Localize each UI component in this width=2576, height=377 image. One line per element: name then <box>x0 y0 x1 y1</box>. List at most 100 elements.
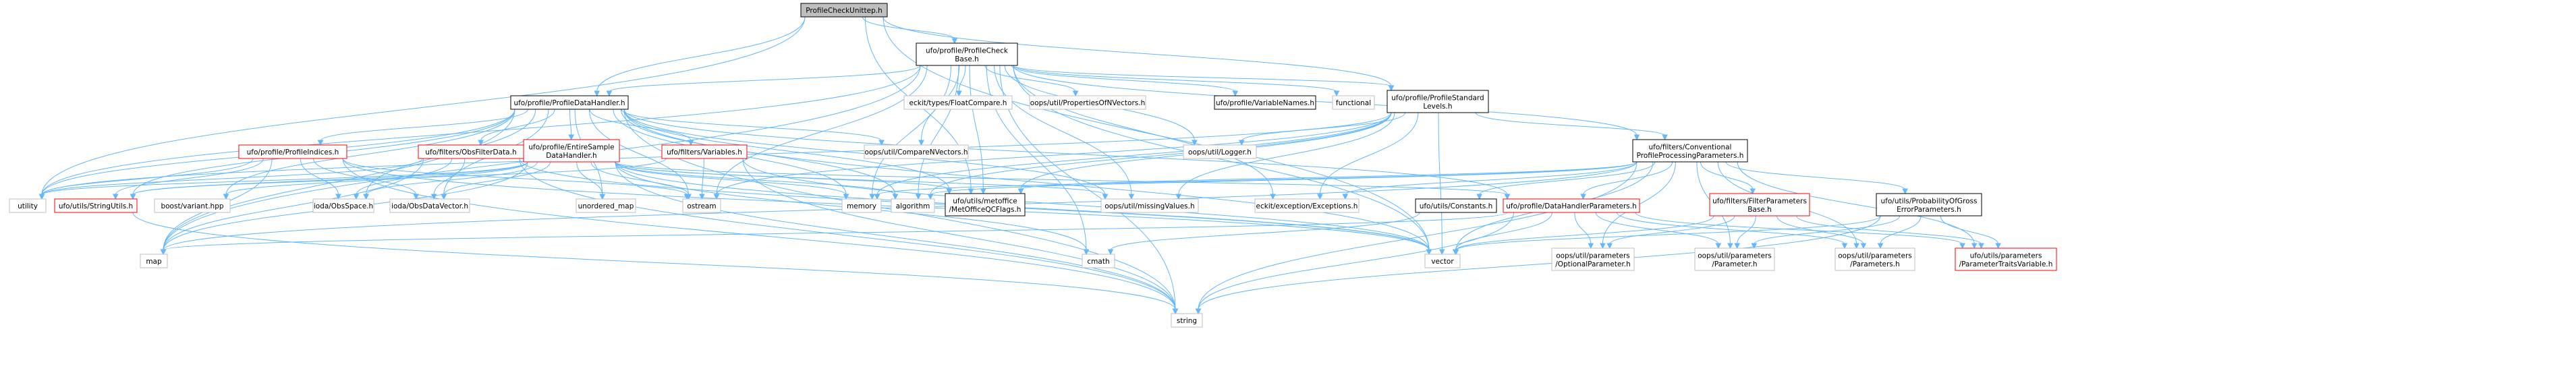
node-label: oops/util/parameters <box>1838 252 1912 260</box>
node-label: Base.h <box>955 55 979 63</box>
node-box <box>682 198 721 213</box>
arrowhead-n28-n34 <box>1588 243 1594 250</box>
arrowhead-n14-n27 <box>1476 194 1483 200</box>
node-ufo-profile-profileindices-h[interactable]: ufo/profile/ProfileIndices.h <box>238 144 347 159</box>
node-label: ufo/utils/Constants.h <box>1420 202 1493 210</box>
edge-n10-n18 <box>366 161 538 196</box>
node-label: eckit/types/FloatCompare.h <box>909 99 1007 107</box>
node-ostream: ostream <box>682 198 721 213</box>
arrowhead-n7-n25 <box>1175 194 1182 200</box>
arrowhead-n8-n15 <box>112 194 119 200</box>
node-ufo-utils-stringutils-h[interactable]: ufo/utils/StringUtils.h <box>54 198 138 213</box>
node-oops-util-logger-h: oops/util/Logger.h <box>1183 144 1257 159</box>
node-label: ufo/profile/ProfileStandard <box>1391 94 1484 102</box>
node-box <box>1387 90 1489 113</box>
node-ufo-filters-conventional-profileprocessingparameters-h[interactable]: ufo/filters/ConventionalProfileProcessin… <box>1632 139 1748 163</box>
node-ufo-utils-probabilityofgross-errorparameters-h[interactable]: ufo/utils/ProbabilityOfGrossErrorParamet… <box>1876 193 1982 216</box>
arrowhead-n2-n9 <box>478 140 484 146</box>
node-box <box>1332 95 1375 110</box>
edge-n29-n33 <box>1455 215 1714 251</box>
arrowhead-n1-n5 <box>1232 90 1239 97</box>
node-ufo-profile-datahandlerparameters-h[interactable]: ufo/profile/DataHandlerParameters.h <box>1503 198 1640 213</box>
node-ufo-utils-constants-h[interactable]: ufo/utils/Constants.h <box>1415 198 1497 213</box>
node-eckit-exception-exceptions-h: eckit/exception/Exceptions.h <box>1254 198 1360 213</box>
edge-n30-n37 <box>1940 215 1999 245</box>
node-box <box>1254 198 1360 213</box>
edge-n7-n23 <box>930 112 1392 196</box>
arrowhead-n14-n36 <box>1853 243 1859 250</box>
edge-n28-n37 <box>1635 212 1963 245</box>
node-ufo-profile-variablenames-h[interactable]: ufo/profile/VariableNames.h <box>1214 95 1316 110</box>
arrowhead-n10-n22 <box>843 194 849 200</box>
node-oops-util-parameters-optionalparameter-h: oops/util/parameters/OptionalParameter.h <box>1551 248 1635 271</box>
node-box <box>576 198 636 213</box>
node-ufo-profile-profiledatahandler-h[interactable]: ufo/profile/ProfileDataHandler.h <box>510 95 629 110</box>
node-ioda-obsspace-h: ioda/ObsSpace.h <box>312 198 374 213</box>
edge-n28-n31 <box>163 212 1508 251</box>
node-box <box>1632 139 1748 163</box>
arrowhead-n27-n32 <box>1107 249 1114 256</box>
node-box <box>1424 254 1461 268</box>
edge-n1-n5 <box>1011 65 1236 92</box>
node-label: /Parameters.h <box>1850 260 1900 268</box>
node-box <box>841 198 882 213</box>
edge-n1-n32 <box>986 65 1087 251</box>
node-profilecheckunittep-h[interactable]: ProfileCheckUnittep.h <box>800 3 888 18</box>
node-label: ProfileCheckUnittep.h <box>806 7 883 15</box>
arrowhead-n1-n14 <box>1633 134 1640 141</box>
node-box <box>389 198 470 213</box>
node-label: ufo/profile/ProfileDataHandler.h <box>513 99 625 107</box>
node-vector: vector <box>1424 254 1461 268</box>
arrowhead-n1-n13 <box>1192 140 1198 146</box>
edge-n10-n21 <box>590 161 690 196</box>
edge-n10-n28 <box>615 161 1508 196</box>
node-box <box>1415 198 1497 213</box>
node-label: boost/variant.hpp <box>161 202 223 210</box>
node-box <box>1503 198 1640 213</box>
node-ufo-filters-obsfilterdata-h[interactable]: ufo/filters/ObsFilterData.h <box>418 144 524 159</box>
edge-n1-n16 <box>41 65 921 196</box>
arrowhead-n9-n18 <box>353 194 360 200</box>
node-string: string <box>1171 313 1203 328</box>
node-ioda-obsdatavector-h: ioda/ObsDataVector.h <box>389 198 470 213</box>
node-box <box>1694 248 1775 271</box>
node-box <box>1955 248 2057 271</box>
arrowhead-n30-n38 <box>1195 308 1202 315</box>
arrowhead-n10-n16 <box>38 194 45 200</box>
node-label: /ParameterTraitsVariable.h <box>1959 260 2053 268</box>
edge-n29-n34 <box>1609 215 1735 245</box>
node-box <box>916 42 1018 66</box>
node-label: Levels.h <box>1423 103 1452 111</box>
node-label: oops/util/missingValues.h <box>1104 202 1194 210</box>
arrowhead-n30-n33 <box>1453 249 1459 256</box>
edge-n14-n30 <box>1725 161 1906 190</box>
node-ufo-utils-parameters-parametertraitsvariable-h[interactable]: ufo/utils/parameters/ParameterTraitsVari… <box>1955 248 2057 271</box>
edges-layer <box>38 16 2001 315</box>
arrowhead-n1-n2 <box>606 90 613 97</box>
edge-n1-n21 <box>716 65 928 196</box>
edge-n0-n1 <box>862 16 955 40</box>
edge-n28-n33 <box>1455 212 1552 251</box>
arrowhead-n7-n33 <box>1438 249 1445 256</box>
edge-n10-n16 <box>41 161 528 196</box>
edge-n2-n10 <box>569 109 572 136</box>
arrowhead-n14-n37 <box>1971 243 1978 250</box>
node-box <box>945 193 1026 216</box>
node-label: memory <box>847 202 876 210</box>
arrowhead-n0-n24 <box>968 188 974 195</box>
node-label: vector <box>1431 258 1454 266</box>
node-ufo-utils-metoffice-metofficeqcflags-h[interactable]: ufo/utils/metoffice/MetOfficeQCFlags.h <box>945 193 1026 216</box>
edge-n2-n28 <box>623 109 1508 196</box>
edge-n28-n36 <box>1617 212 1845 245</box>
node-label: ufo/filters/Conventional <box>1649 143 1732 151</box>
arrowhead-n15-n38 <box>1172 308 1179 315</box>
edge-n28-n35 <box>1595 212 1719 245</box>
arrowhead-n7-n21 <box>713 194 720 200</box>
node-eckit-types-floatcompare-h: eckit/types/FloatCompare.h <box>903 95 1013 110</box>
node-ufo-filters-variables-h[interactable]: ufo/filters/Variables.h <box>661 144 748 159</box>
node-label: ufo/profile/EntireSample <box>528 143 614 151</box>
